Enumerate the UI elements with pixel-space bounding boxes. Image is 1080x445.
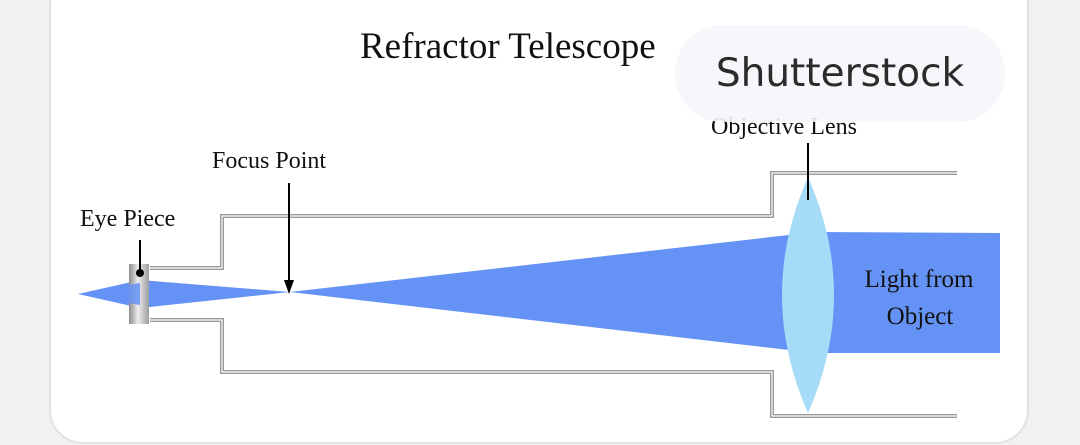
focus-point-arrowhead — [284, 280, 294, 294]
eye-piece-label: Eye Piece — [80, 206, 175, 232]
objective-lens — [782, 177, 834, 413]
watermark-text: Shutterstock — [715, 51, 965, 96]
watermark-badge: Shutterstock — [675, 25, 1005, 122]
light-from-object-label-line2: Object — [887, 303, 954, 330]
light-from-object-label-line1: Light from — [864, 266, 974, 293]
focus-point-label: Focus Point — [212, 148, 326, 174]
eye-piece-pointer-dot — [136, 269, 144, 277]
eye-piece — [78, 264, 149, 324]
diagram-title: Refractor Telescope — [360, 26, 656, 67]
